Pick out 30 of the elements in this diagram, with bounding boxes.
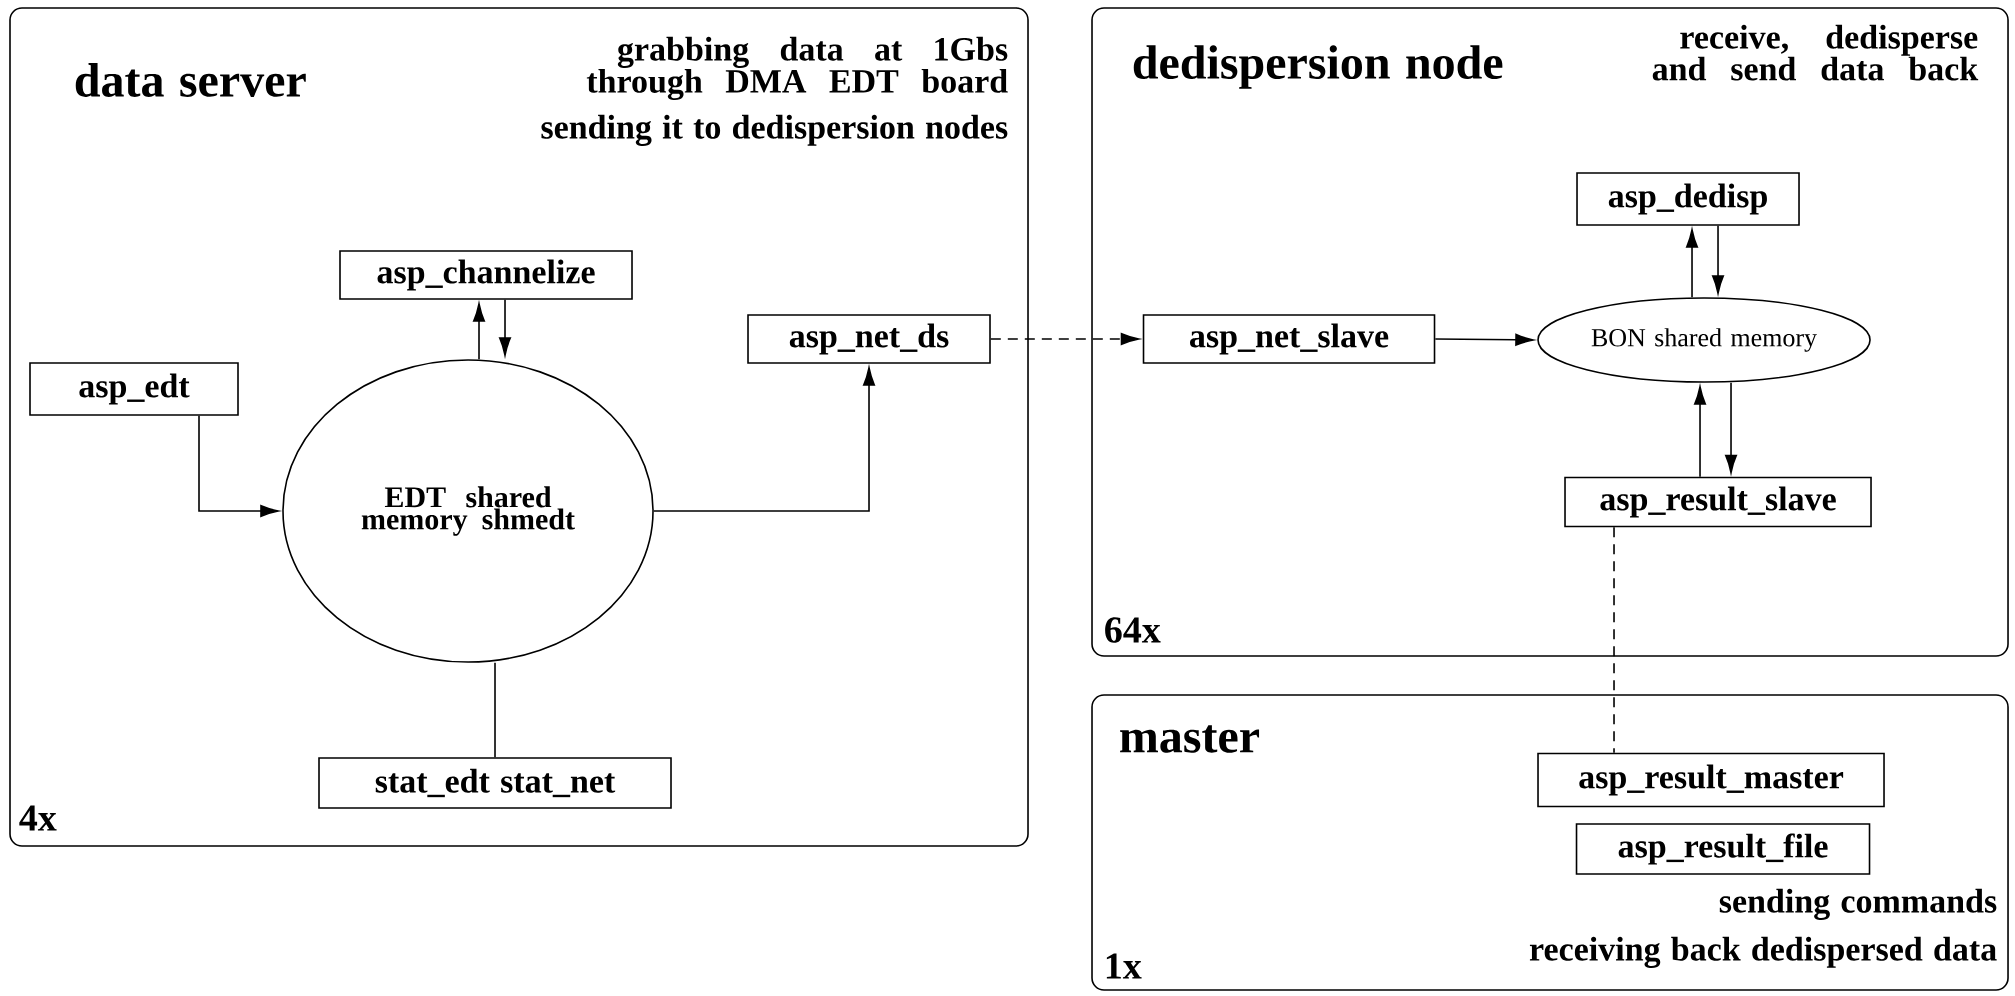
arrow: [990, 332, 1140, 346]
panel-title: master: [1120, 725, 1260, 753]
process-box: asp_result_master: [1537, 752, 1885, 808]
process-box: asp_edt: [29, 362, 239, 416]
arrow: [1711, 225, 1725, 294]
arrow: [198, 415, 279, 518]
arrow: [653, 367, 876, 512]
panel-title: dedispersion node: [1133, 45, 1503, 89]
panel-title: data server: [75, 63, 306, 97]
panel-note: grabbing data at 1Gbs through DMA EDT board: [586, 36, 1008, 100]
process-box: asp_net_ds: [747, 314, 991, 364]
instance-count: 4x: [19, 805, 57, 831]
instance-count: 64x: [1105, 617, 1161, 643]
panel-note: receiving back dedispersed data: [1529, 936, 1997, 968]
process-box: stat_edt stat_net: [318, 757, 672, 809]
arrow: [1693, 386, 1707, 478]
process-box: asp_channelize: [339, 250, 633, 300]
arrow: [472, 303, 486, 360]
arrow: [1685, 229, 1699, 298]
process-box: asp_result_file: [1575, 823, 1871, 875]
process-box: asp_result_slave: [1564, 476, 1872, 528]
process-box: asp_dedisp: [1576, 172, 1800, 226]
instance-count: 1x: [1106, 953, 1142, 979]
process-box: asp_net_slave: [1142, 314, 1436, 364]
arrow: [1434, 333, 1534, 346]
arrow: [498, 299, 512, 356]
panel-note: receive, dedisperse and send data back: [1652, 24, 1979, 81]
panel-note: sending commands: [1719, 888, 1997, 920]
panel-note: sending it to dedispersion nodes: [541, 114, 1008, 146]
arrow: [1724, 382, 1738, 474]
